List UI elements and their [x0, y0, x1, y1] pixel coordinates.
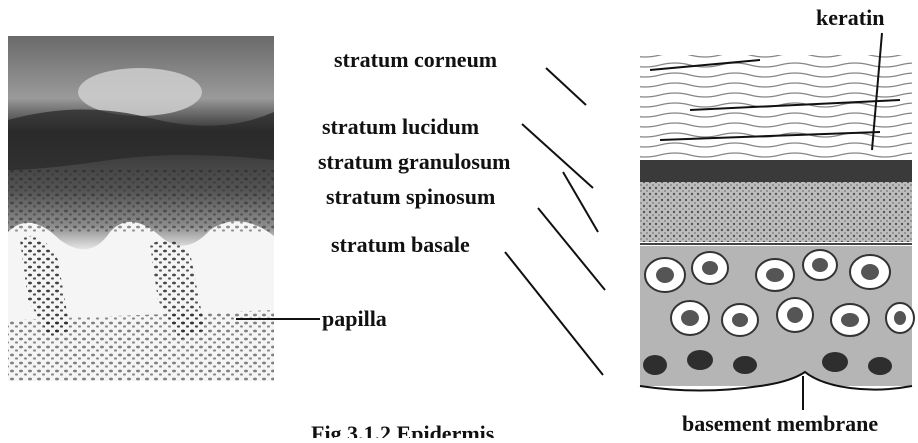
- label-basement-membrane: basement membrane: [682, 411, 878, 436]
- label-stratum-granulosum: stratum granulosum: [318, 149, 511, 174]
- leader-stratum-lucidum: [522, 124, 593, 188]
- label-stratum-corneum: stratum corneum: [334, 47, 497, 72]
- label-keratin: keratin: [816, 5, 884, 30]
- label-stratum-spinosum: stratum spinosum: [326, 184, 495, 209]
- label-papilla: papilla: [322, 306, 387, 331]
- figure-caption: Fig 3.1.2 Epidermis: [311, 421, 495, 438]
- epidermis-drawing: [640, 55, 914, 400]
- label-stratum-basale: stratum basale: [331, 232, 470, 257]
- leader-stratum-granulosum: [563, 172, 598, 232]
- label-stratum-lucidum: stratum lucidum: [322, 114, 479, 139]
- micrograph-image: [8, 36, 274, 381]
- leader-stratum-corneum: [546, 68, 586, 105]
- leader-stratum-spinosum: [538, 208, 605, 290]
